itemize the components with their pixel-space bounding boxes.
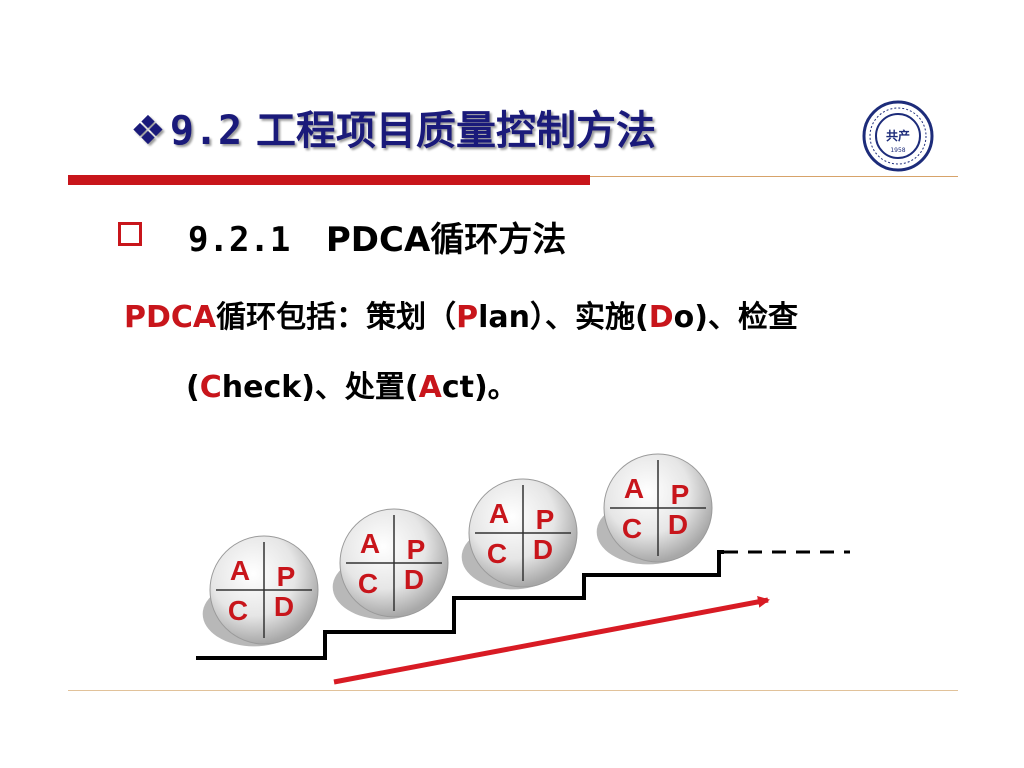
label-a: A (624, 473, 644, 504)
para2-text1: ( (186, 370, 200, 405)
letter-d: D (648, 300, 674, 335)
para2-text3: ct)。 (441, 370, 518, 405)
label-c: C (358, 568, 378, 599)
label-p: P (536, 504, 555, 535)
label-p: P (407, 534, 426, 565)
para2-text2: heck)、处置( (221, 370, 419, 405)
letter-c: C (199, 370, 222, 405)
university-logo: 共产 1958 (862, 100, 934, 172)
subheading-text: PDCA循环方法 (325, 220, 567, 260)
letter-p: P (456, 300, 479, 335)
footer-divider-line (68, 690, 958, 691)
logo-text: 共产 (886, 128, 910, 143)
label-d: D (533, 534, 553, 565)
para1-text1: 循环包括：策划（ (216, 300, 457, 335)
label-d: D (404, 564, 424, 595)
progress-arrow (333, 595, 770, 685)
logo-year: 1958 (890, 147, 905, 154)
label-a: A (489, 498, 509, 529)
diamond-bullet-icon: ❖ (130, 108, 166, 154)
label-d: D (274, 591, 294, 622)
label-a: A (360, 528, 380, 559)
page-title: ❖9.2 工程项目质量控制方法 (130, 98, 656, 156)
pdca-lead: PDCA (124, 300, 217, 335)
label-p: P (671, 479, 690, 510)
pdca-description-line1: PDCA循环包括：策划（Plan）、实施(Do)、检查 (124, 292, 798, 336)
letter-a: A (418, 370, 442, 405)
para1-text2: lan）、实施( (478, 300, 649, 335)
label-a: A (230, 555, 250, 586)
title-number: 9.2 (169, 108, 243, 154)
subheading-number: 9.2.1 (188, 220, 291, 260)
subheading: 9.2.1 PDCA循环方法 (188, 212, 566, 261)
para1-text3: o)、检查 (673, 300, 798, 335)
label-p: P (277, 561, 296, 592)
label-d: D (668, 509, 688, 540)
title-divider-line (590, 176, 958, 177)
label-c: C (487, 538, 507, 569)
title-underline-bar (68, 175, 590, 185)
pdca-description-line2: (Check)、处置(Act)。 (186, 362, 518, 406)
staircase-line (196, 550, 724, 660)
label-c: C (228, 595, 248, 626)
label-c: C (622, 513, 642, 544)
title-text: 工程项目质量控制方法 (256, 108, 657, 154)
square-bullet-icon (118, 222, 142, 246)
